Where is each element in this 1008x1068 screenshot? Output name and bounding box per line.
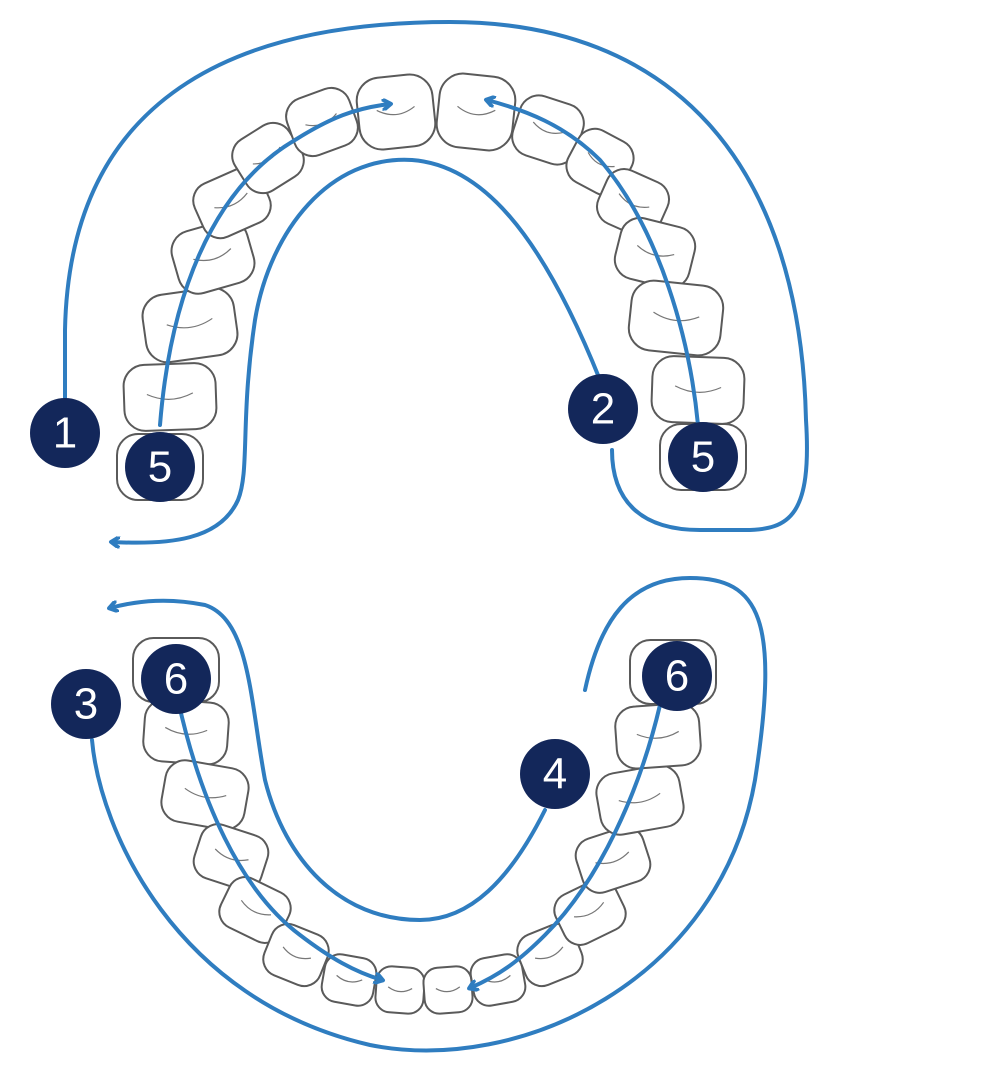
lower-tooth bbox=[192, 823, 270, 891]
lower-tooth bbox=[374, 965, 426, 1015]
lower-tooth bbox=[320, 953, 378, 1007]
step-label-5-right: 5 bbox=[691, 433, 715, 482]
lower-tooth bbox=[614, 702, 702, 770]
path-step-6-left-occlusal bbox=[176, 698, 382, 980]
lower-tooth bbox=[553, 878, 627, 946]
upper-tooth bbox=[355, 73, 437, 151]
lower-tooth bbox=[422, 965, 474, 1015]
step-badge-6-left: 6 bbox=[141, 644, 211, 714]
path-step-3-outer-lower bbox=[90, 576, 768, 1053]
step-badge-5-right: 5 bbox=[668, 422, 738, 492]
step-label-5-left: 5 bbox=[148, 443, 172, 492]
step-badge-6-right: 6 bbox=[642, 641, 712, 711]
path-step-1-outer-upper bbox=[63, 20, 809, 532]
step-badge-1: 1 bbox=[30, 398, 100, 468]
step-badge-4: 4 bbox=[520, 739, 590, 809]
upper-tooth bbox=[435, 72, 517, 152]
upper-tooth bbox=[141, 286, 239, 364]
lower-tooth bbox=[262, 922, 330, 988]
path-step-5-right-occlusal bbox=[487, 100, 700, 427]
upper-tooth bbox=[627, 279, 725, 357]
step-label-1: 1 bbox=[53, 409, 77, 458]
step-badge-5-left: 5 bbox=[125, 432, 195, 502]
step-label-4: 4 bbox=[543, 750, 567, 799]
step-label-2: 2 bbox=[591, 385, 615, 434]
step-label-6-left: 6 bbox=[164, 655, 188, 704]
step-badge-2: 2 bbox=[568, 374, 638, 444]
path-step-2-inner-upper bbox=[112, 157, 602, 543]
lower-tooth bbox=[595, 764, 685, 836]
upper-tooth bbox=[122, 362, 218, 432]
path-step-5-left-occlusal bbox=[158, 104, 390, 427]
upper-arch bbox=[116, 72, 747, 501]
path-step-4-inner-lower bbox=[110, 598, 547, 922]
path-step-6-right-occlusal bbox=[470, 703, 662, 988]
step-badge-3: 3 bbox=[51, 669, 121, 739]
lower-tooth bbox=[574, 826, 652, 894]
step-label-3: 3 bbox=[74, 680, 98, 729]
lower-tooth bbox=[218, 876, 292, 944]
step-label-6-right: 6 bbox=[665, 652, 689, 701]
